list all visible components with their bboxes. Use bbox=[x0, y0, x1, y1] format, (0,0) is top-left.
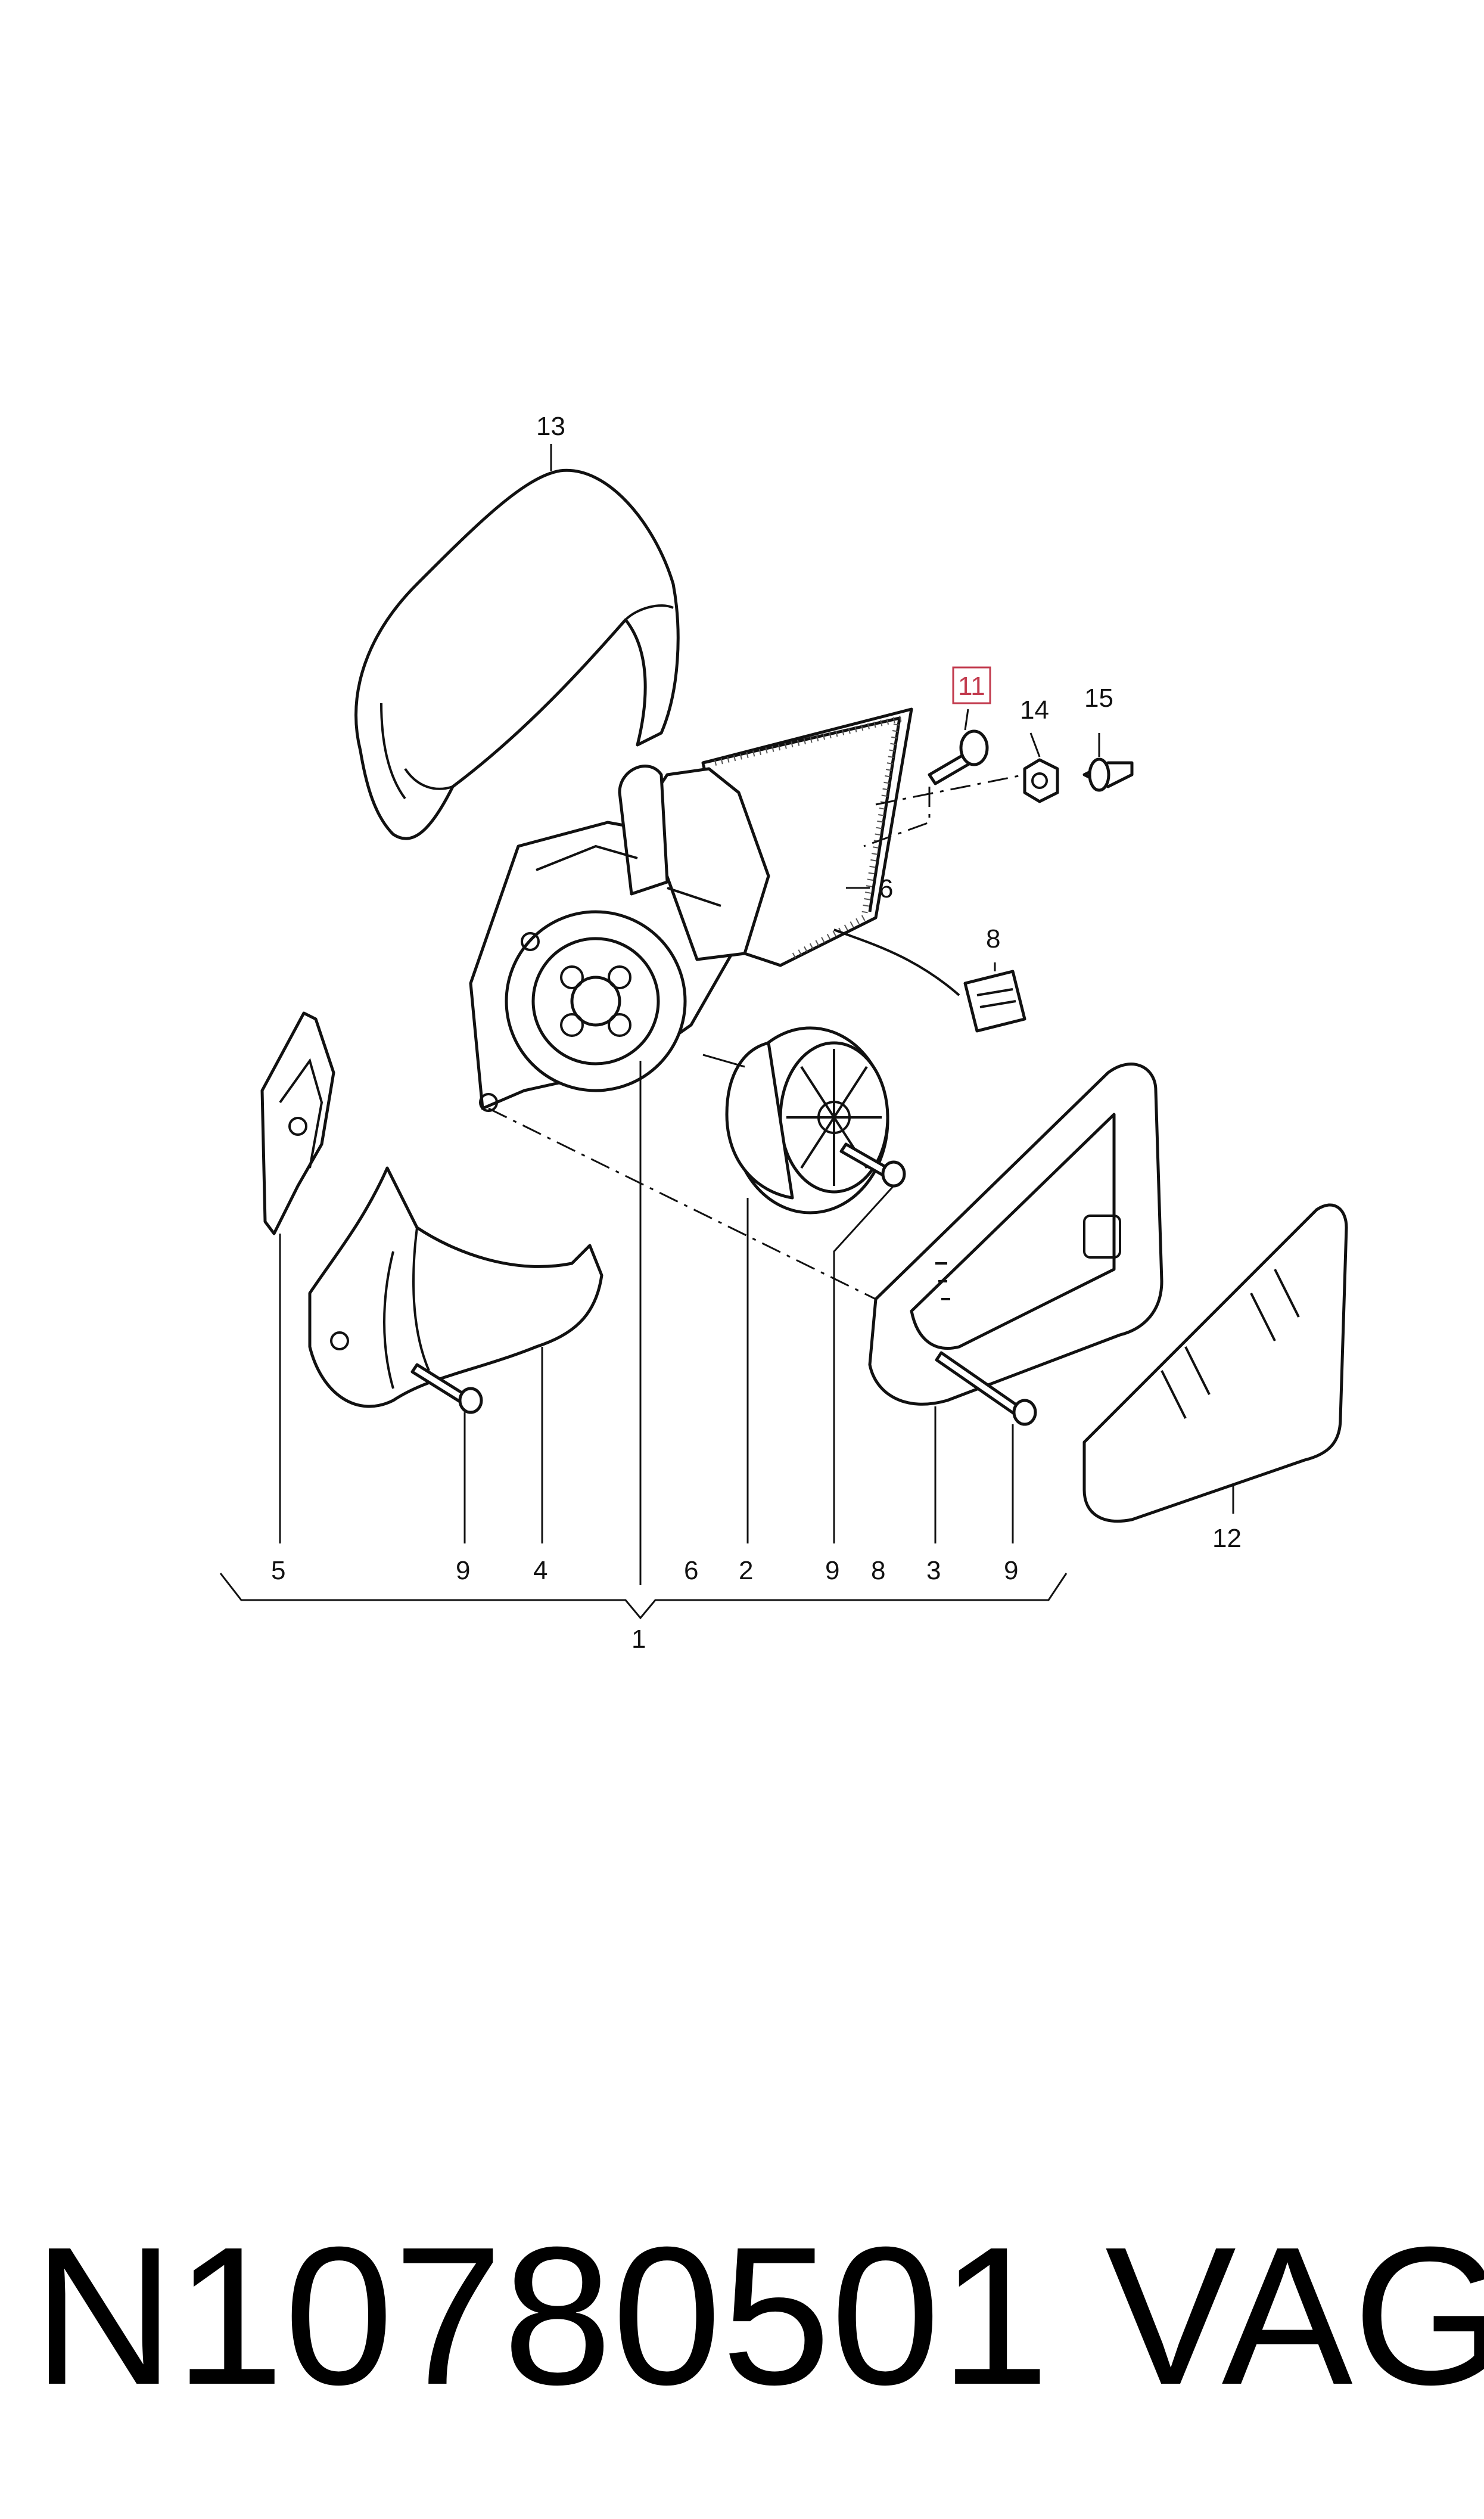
label-6-top: 6 bbox=[879, 874, 893, 903]
part-15-stud bbox=[1082, 757, 1134, 792]
motor-shaft-line bbox=[702, 1054, 745, 1068]
part-14-nut bbox=[1023, 758, 1059, 803]
label-8-top: 8 bbox=[986, 924, 1000, 953]
label-6-bottom: 6 bbox=[684, 1556, 698, 1585]
axis-line-fastener bbox=[875, 774, 1025, 806]
label-9-c: 9 bbox=[1004, 1556, 1018, 1585]
label-14: 14 bbox=[1020, 695, 1049, 725]
label-12: 12 bbox=[1212, 1524, 1242, 1553]
part-9-screw-b bbox=[839, 1142, 906, 1188]
part-9-screw-a bbox=[410, 1363, 483, 1414]
part-11-screw bbox=[928, 729, 989, 785]
leader-lines bbox=[279, 709, 1234, 1585]
part-2-adjust-motor bbox=[725, 1026, 889, 1215]
part-13-mirror-cap bbox=[354, 468, 680, 840]
part-9-screw-c bbox=[935, 1351, 1037, 1426]
label-8-bottom: 8 bbox=[871, 1556, 885, 1585]
part-3-glass-carrier bbox=[868, 1063, 1163, 1406]
label-11: 11 bbox=[958, 672, 985, 701]
axis-line-main bbox=[488, 1107, 876, 1300]
part-12-mirror-glass bbox=[1082, 1203, 1348, 1523]
label-11-highlight-box bbox=[952, 666, 991, 704]
label-4: 4 bbox=[533, 1556, 547, 1585]
label-5: 5 bbox=[271, 1556, 285, 1585]
part-8-connector bbox=[833, 928, 1026, 1033]
label-1: 1 bbox=[631, 1625, 646, 1654]
label-2: 2 bbox=[739, 1556, 753, 1585]
label-13: 13 bbox=[536, 412, 565, 441]
label-3: 3 bbox=[926, 1556, 941, 1585]
axis-line-screw bbox=[863, 787, 931, 847]
part-number: N10780501 bbox=[33, 2206, 1050, 2425]
label-9-b: 9 bbox=[825, 1556, 839, 1585]
label-9-a: 9 bbox=[456, 1556, 470, 1585]
part-6-housing-frame bbox=[701, 707, 913, 967]
label-15: 15 bbox=[1084, 684, 1113, 713]
part-4-lower-cover bbox=[308, 1166, 603, 1408]
brand-name: VAG bbox=[1105, 2206, 1484, 2425]
part-1-mirror-base bbox=[469, 765, 770, 1112]
group-brace bbox=[219, 1573, 1068, 1620]
part-5-bracket bbox=[260, 1011, 335, 1235]
